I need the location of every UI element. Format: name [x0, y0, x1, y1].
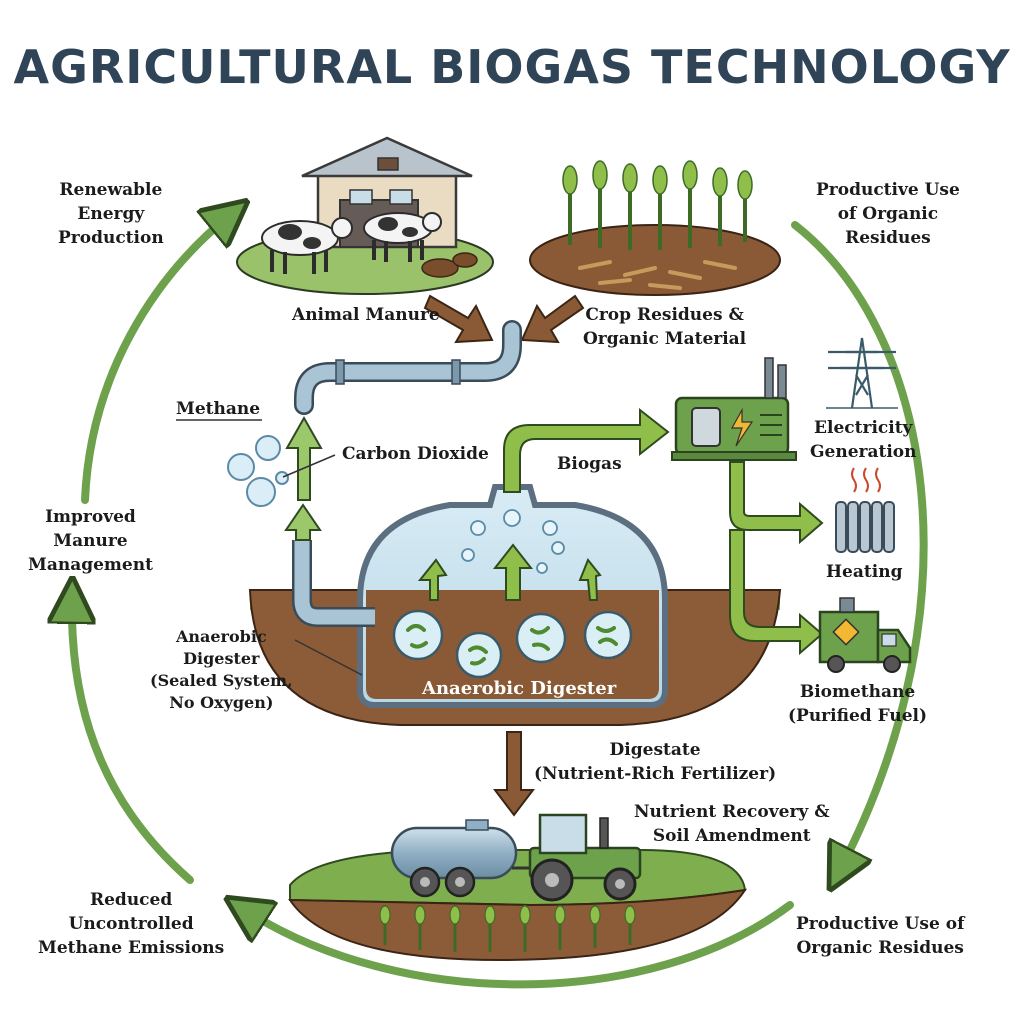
- input-arrows: [423, 294, 585, 344]
- label-methane: Methane: [176, 399, 261, 419]
- label-animal-manure: Animal Manure: [292, 305, 440, 325]
- page-title: AGRICULTURAL BIOGAS TECHNOLOGY: [13, 40, 1011, 94]
- cycle-arrow-right: [791, 221, 928, 870]
- cow-2: [363, 212, 442, 262]
- radiator: [835, 467, 895, 553]
- label-crop-residues: Crop Residues &Organic Material: [583, 305, 747, 349]
- label-digester-inner: Anaerobic Digester: [422, 678, 617, 699]
- manure-piles: [421, 252, 478, 278]
- farm-scene: [236, 136, 494, 295]
- cow-1: [261, 217, 353, 274]
- feed-pipe: [294, 320, 522, 415]
- crop-field: [529, 160, 781, 296]
- microbe-circles: [392, 609, 633, 679]
- bottom-field: [288, 813, 748, 962]
- biomethane-truck: [818, 597, 912, 673]
- tractor: [512, 813, 642, 902]
- label-nutrient-recovery: Nutrient Recovery &Soil Amendment: [634, 802, 830, 846]
- cycle-arrow-left: [72, 600, 194, 884]
- biogas-arrow: [503, 407, 670, 493]
- label-biomethane: Biomethane(Purified Fuel): [788, 682, 928, 726]
- slurry-tanker: [390, 819, 518, 898]
- manure-arrow: [423, 294, 494, 344]
- label-heating: Heating: [826, 562, 903, 582]
- label-carbon-dioxide: Carbon Dioxide: [342, 444, 489, 464]
- digester-site: [248, 484, 782, 726]
- seedlings: [379, 905, 636, 952]
- cycle-arrow-bottom: [245, 905, 794, 989]
- label-biogas: Biogas: [557, 454, 622, 474]
- label-digestate: Digestate(Nutrient-Rich Fertilizer): [534, 740, 777, 784]
- rising-arrows: [417, 543, 602, 601]
- cycle-arrow-top-left: [81, 215, 230, 504]
- gas-arrows: [284, 415, 323, 541]
- microbes: [406, 624, 618, 666]
- digester-slurry: [366, 590, 659, 699]
- crop-arrow: [520, 294, 585, 344]
- generator: [671, 357, 797, 461]
- output-arrows: [729, 461, 824, 656]
- cycle-arrows: [72, 215, 928, 989]
- corn-stalks: [562, 160, 753, 250]
- crop-debris: [578, 260, 737, 290]
- power-tower: [826, 337, 898, 409]
- digestate-arrow: [492, 731, 536, 817]
- gas-bubbles: [227, 435, 289, 507]
- digester-bubbles: [461, 509, 565, 574]
